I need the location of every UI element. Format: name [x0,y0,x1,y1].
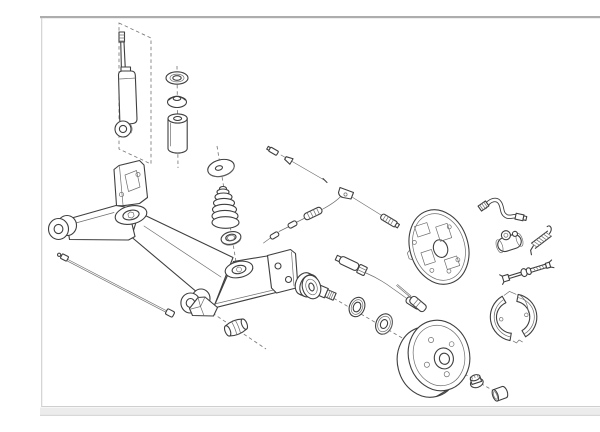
shock-mount-bracket [113,159,149,207]
parts-diagram [40,16,600,416]
stop-wedge-bracket [188,296,219,317]
right-mount-bracket [266,248,299,294]
dust-cap [491,385,509,402]
castle-nut [469,374,484,389]
lateral-rod [57,252,175,318]
frame-top-line [40,16,600,19]
parking-brake-cable [263,186,401,244]
wheel-speed-sensor-connector [396,284,427,313]
spring-seat-left [114,205,148,225]
axle-bushing-small [223,318,249,337]
brake-backing-plate [406,209,470,285]
rear-axle-beam-with-trailing-arms [47,159,299,314]
damper-washer-upper [165,71,189,85]
shoe-return-spring [530,225,552,256]
brake-drum [396,319,471,398]
bottom-band [40,407,600,415]
brake-adjuster-strut [499,259,555,285]
spacer-tube [167,113,188,154]
spring-seat-right [224,260,254,279]
rubber-bellows-bump-stop [211,185,240,229]
spring-seat-washer [207,158,235,178]
wheel-cylinder [495,230,524,254]
shock-absorber [114,31,138,138]
brake-shoe-set [489,291,538,344]
axle-bushing-large [301,274,322,300]
radial-shaft-seal [375,313,393,335]
damper-bush-lower [166,95,188,109]
brake-hose [477,197,528,222]
retainer-cup-nut [220,231,242,246]
bottom-edge-line [40,414,600,416]
brake-cable-front-section [266,145,328,184]
wheel-bearing [348,296,366,318]
